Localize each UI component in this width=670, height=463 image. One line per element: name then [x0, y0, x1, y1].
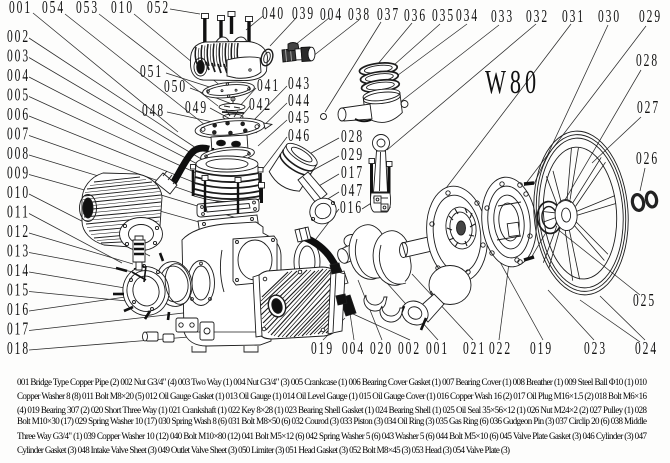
svg-text:012: 012	[7, 221, 30, 241]
svg-text:032: 032	[526, 6, 549, 26]
svg-text:020: 020	[370, 338, 393, 358]
svg-text:036: 036	[404, 5, 427, 25]
svg-text:035: 035	[432, 5, 455, 25]
svg-text:030: 030	[598, 6, 621, 26]
svg-text:053: 053	[76, 0, 99, 17]
svg-text:049: 049	[185, 97, 208, 117]
svg-text:043: 043	[288, 73, 311, 93]
svg-text:016: 016	[340, 197, 363, 217]
svg-text:009: 009	[7, 163, 30, 183]
svg-text:019: 019	[311, 338, 334, 358]
svg-text:037: 037	[377, 4, 400, 24]
svg-text:008: 008	[7, 143, 30, 163]
svg-text:022: 022	[489, 338, 512, 358]
svg-text:028: 028	[341, 126, 364, 146]
svg-text:054: 054	[42, 0, 65, 17]
svg-text:011: 011	[7, 202, 30, 222]
svg-text:045: 045	[288, 107, 311, 127]
svg-text:010: 010	[7, 182, 30, 202]
svg-text:051: 051	[140, 61, 163, 81]
svg-text:042: 042	[249, 94, 272, 114]
svg-text:Bolt M10×30 (17) 029 Spring Wa: Bolt M10×30 (17) 029 Spring Washer 10 (1…	[17, 416, 647, 426]
svg-text:027: 027	[637, 97, 660, 117]
svg-text:007: 007	[7, 124, 30, 144]
svg-text:034: 034	[456, 5, 479, 25]
svg-text:W80: W80	[485, 64, 540, 101]
svg-text:039: 039	[292, 3, 315, 23]
svg-text:001 Bridge Type Copper Pipe (2: 001 Bridge Type Copper Pipe (2) 002 Nut …	[17, 377, 648, 387]
svg-text:001: 001	[426, 338, 449, 358]
svg-text:019: 019	[530, 338, 553, 358]
svg-text:050: 050	[164, 76, 187, 96]
svg-text:029: 029	[341, 144, 364, 164]
svg-text:023: 023	[584, 338, 607, 358]
svg-text:016: 016	[7, 299, 30, 319]
svg-text:002: 002	[398, 338, 421, 358]
svg-text:033: 033	[491, 6, 514, 26]
svg-text:002: 002	[7, 26, 30, 46]
svg-text:Three Way G3/4" (1) 039 Copper: Three Way G3/4" (1) 039 Copper Washer 10…	[17, 431, 648, 441]
svg-text:021: 021	[463, 338, 486, 358]
svg-text:029: 029	[639, 6, 662, 26]
svg-text:046: 046	[288, 125, 311, 145]
svg-text:044: 044	[288, 90, 311, 110]
svg-text:(4) 019 Bearing 307 (2) 020 Sh: (4) 019 Bearing 307 (2) 020 Short Three …	[17, 405, 647, 415]
svg-text:026: 026	[636, 148, 659, 168]
svg-text:040: 040	[262, 3, 285, 23]
svg-text:004: 004	[320, 4, 343, 24]
svg-text:013: 013	[7, 241, 30, 261]
svg-text:Cylinder Gasket (3) 048 Intake: Cylinder Gasket (3) 048 Intake Valve She…	[17, 445, 510, 455]
svg-text:041: 041	[257, 75, 280, 95]
svg-text:017: 017	[341, 162, 364, 182]
svg-text:028: 028	[636, 50, 659, 70]
svg-text:017: 017	[7, 319, 30, 339]
svg-text:048: 048	[142, 100, 165, 120]
svg-text:052: 052	[147, 0, 170, 17]
svg-text:Copper Washer 8 (8) 011 Bolt M: Copper Washer 8 (8) 011 Bolt M8×20 (5) 0…	[17, 391, 647, 401]
svg-text:003: 003	[7, 46, 30, 66]
svg-text:004: 004	[7, 65, 30, 85]
svg-text:025: 025	[633, 290, 656, 310]
svg-text:018: 018	[7, 338, 30, 358]
svg-text:031: 031	[562, 6, 585, 26]
svg-text:015: 015	[7, 280, 30, 300]
svg-text:010: 010	[111, 0, 134, 17]
svg-text:005: 005	[7, 85, 30, 105]
svg-text:038: 038	[348, 4, 371, 24]
svg-text:001: 001	[9, 0, 32, 17]
svg-text:024: 024	[635, 338, 658, 358]
svg-text:047: 047	[341, 180, 364, 200]
svg-text:006: 006	[7, 104, 30, 124]
svg-text:004: 004	[342, 338, 365, 358]
svg-text:014: 014	[7, 260, 30, 280]
